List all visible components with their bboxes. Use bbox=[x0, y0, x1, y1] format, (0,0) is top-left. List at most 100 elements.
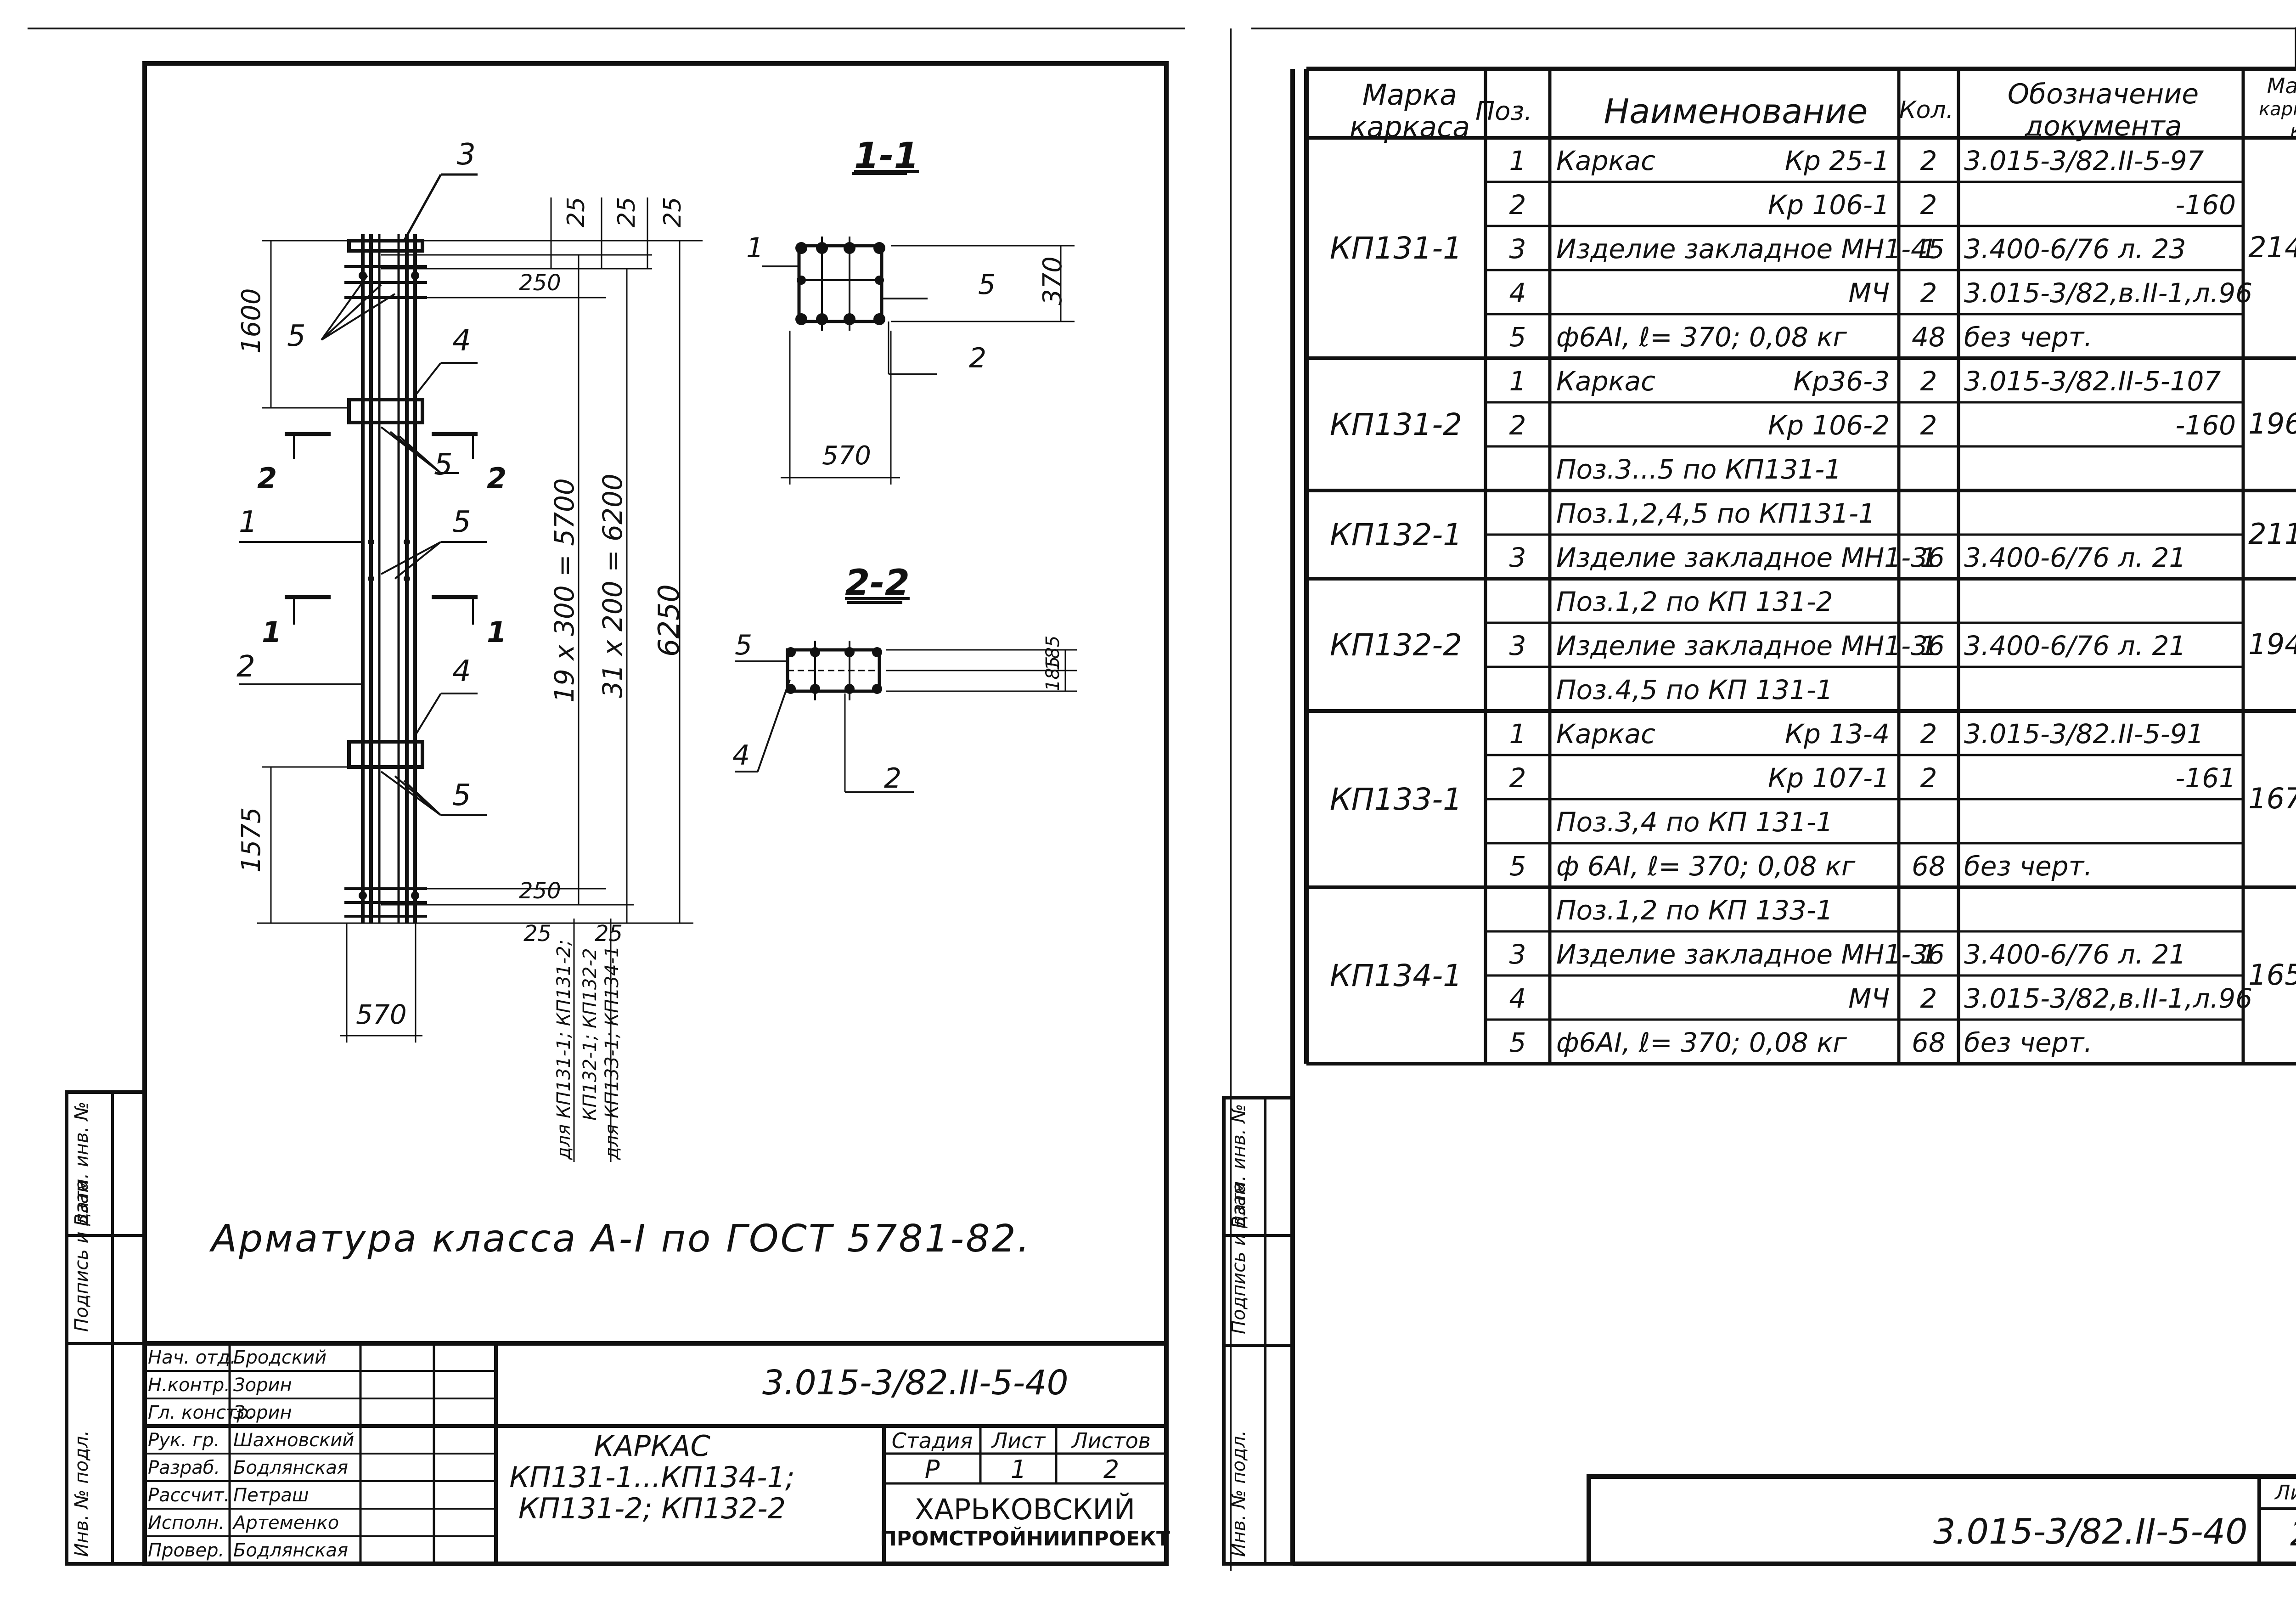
row-position: 1 bbox=[1509, 718, 1526, 750]
row-position: 5 bbox=[1509, 851, 1526, 882]
role-name: Петраш bbox=[233, 1485, 309, 1506]
row-position: 4 bbox=[1509, 983, 1526, 1014]
row-name-ref: Кр 13-4 bbox=[1784, 718, 1890, 750]
row-position: 3 bbox=[1509, 233, 1526, 265]
header-mass-2: каркаса, bbox=[2259, 99, 2296, 120]
header-doc-1: Обозначение bbox=[2007, 78, 2199, 110]
dim-25-top-2: 25 bbox=[613, 197, 641, 227]
role-label: Нач. отд. bbox=[148, 1347, 236, 1368]
row-document: -160 bbox=[2175, 410, 2236, 441]
role-label: Рук. гр. bbox=[148, 1430, 220, 1451]
elevation-label-1: 1 bbox=[239, 505, 258, 539]
row-document: 3.015-3/82.II-5-97 bbox=[1964, 145, 2204, 176]
row-position: 3 bbox=[1509, 542, 1526, 573]
right-doc-code: 3.015-3/82.II-5-40 bbox=[1933, 1511, 2248, 1552]
stage-header: Стадия bbox=[891, 1428, 973, 1453]
section-1-title: 1-1 bbox=[854, 135, 919, 177]
role-label: Н.контр. bbox=[148, 1375, 230, 1396]
dim-25-top-1: 25 bbox=[563, 197, 590, 227]
row-position: 1 bbox=[1509, 145, 1526, 176]
row-quantity: 2 bbox=[1920, 983, 1937, 1014]
row-quantity: 1 bbox=[1920, 630, 1937, 661]
dim-19x300: 19 х 300 = 5700 bbox=[549, 478, 580, 703]
row-name: Изделие закладное МН1-45 bbox=[1556, 233, 1945, 265]
row-name: Поз.3...5 по КП131-1 bbox=[1556, 454, 1842, 485]
sheet-value: 1 bbox=[1010, 1455, 1027, 1484]
row-document: -160 bbox=[2175, 189, 2236, 220]
row-name: Поз.3,4 по КП 131-1 bbox=[1556, 806, 1833, 838]
row-name: Изделие закладное МН1-36 bbox=[1556, 542, 1945, 573]
stage-value: Р bbox=[924, 1455, 940, 1484]
row-quantity: 2 bbox=[1920, 189, 1937, 220]
row-document: без черт. bbox=[1964, 851, 2093, 882]
role-name: Зорин bbox=[233, 1402, 292, 1423]
row-name: Каркас bbox=[1556, 145, 1655, 176]
elevation-label-5-top: 5 bbox=[287, 319, 306, 353]
dim-570-elevation: 570 bbox=[356, 999, 407, 1030]
row-quantity: 2 bbox=[1920, 145, 1937, 176]
role-name: Шахновский bbox=[233, 1430, 355, 1451]
header-pos: Поз. bbox=[1475, 96, 1532, 126]
row-document: 3.400-6/76 л. 21 bbox=[1964, 939, 2186, 970]
applicability-note-3: для КП133-1; КП134-1 bbox=[602, 946, 623, 1160]
row-name: Поз.4,5 по КП 131-1 bbox=[1556, 674, 1833, 705]
dim-25-bottom-1: 25 bbox=[523, 921, 552, 947]
row-quantity: 1 bbox=[1920, 939, 1937, 970]
group-mark: КП132-2 bbox=[1329, 627, 1463, 663]
section1-label-2: 2 bbox=[969, 342, 987, 374]
row-document: 3.015-3/82,в.II-1,л.96 bbox=[1964, 983, 2253, 1014]
dim-25-top-3: 25 bbox=[659, 197, 687, 227]
header-doc-2: документа bbox=[2024, 110, 2182, 142]
group-mass: 196,8 bbox=[2248, 407, 2296, 440]
role-name: Артеменко bbox=[233, 1512, 339, 1533]
row-document: 3.015-3/82.II-5-107 bbox=[1964, 366, 2221, 397]
row-quantity: 1 bbox=[1920, 233, 1937, 265]
group-mark: КП134-1 bbox=[1329, 958, 1463, 993]
row-name: ф6АI, ℓ= 370; 0,08 кг bbox=[1556, 1027, 1847, 1058]
row-position: 5 bbox=[1509, 321, 1526, 353]
dim-6250: 6250 bbox=[652, 584, 686, 657]
role-label: Рассчит. bbox=[148, 1485, 230, 1506]
header-mass-3: кг bbox=[2290, 120, 2296, 141]
section2-label-5: 5 bbox=[735, 629, 753, 661]
row-name: ф6АI, ℓ= 370; 0,08 кг bbox=[1556, 321, 1847, 353]
left-stamp-replace: Взам. инв. № bbox=[71, 1101, 92, 1226]
section1-dim-370: 370 bbox=[1038, 256, 1068, 305]
org-name-line-2: ПРОМСТРОЙНИИПРОЕКТ bbox=[879, 1527, 1171, 1550]
dim-250-bottom: 250 bbox=[519, 878, 561, 904]
elevation-label-3: 3 bbox=[457, 138, 476, 172]
row-name: ф 6АI, ℓ= 370; 0,08 кг bbox=[1556, 851, 1856, 882]
group-mark: КП131-2 bbox=[1329, 407, 1463, 442]
dim-250-top: 250 bbox=[519, 270, 561, 296]
row-name: Изделие закладное МН1-36 bbox=[1556, 939, 1945, 970]
group-mass: 194,5 bbox=[2248, 627, 2296, 661]
dim-1575: 1575 bbox=[236, 807, 266, 873]
header-mark-1: Марка bbox=[1362, 78, 1458, 112]
section1-label-1: 1 bbox=[746, 232, 764, 264]
org-name-line-1: ХАРЬКОВСКИЙ bbox=[914, 1493, 1136, 1526]
row-name: Поз.1,2,4,5 по КП131-1 bbox=[1556, 498, 1875, 529]
row-position: 3 bbox=[1509, 939, 1526, 970]
header-name: Наименование bbox=[1604, 92, 1868, 131]
role-label: Провер. bbox=[148, 1540, 225, 1561]
dim-1600: 1600 bbox=[236, 288, 266, 354]
row-quantity: 1 bbox=[1920, 542, 1937, 573]
row-position: 2 bbox=[1509, 762, 1526, 794]
row-document: без черт. bbox=[1964, 1027, 2093, 1058]
dim-25-bottom-2: 25 bbox=[595, 921, 623, 947]
row-document: -161 bbox=[2175, 762, 2236, 794]
right-sheet-number: 2 bbox=[2290, 1515, 2296, 1553]
row-name-ref: Кр 106-1 bbox=[1768, 189, 1890, 220]
role-name: Бодлянская bbox=[233, 1457, 349, 1478]
group-mass: 165,5 bbox=[2248, 958, 2296, 992]
role-name: Зорин bbox=[233, 1375, 292, 1396]
cut-mark-1-left: 1 bbox=[262, 615, 282, 649]
role-label: Гл. констр. bbox=[148, 1402, 254, 1423]
header-qty: Кол. bbox=[1899, 96, 1954, 124]
group-mark: КП131-1 bbox=[1329, 231, 1463, 266]
group-mass: 211,7 bbox=[2248, 517, 2296, 551]
row-name-ref: МЧ bbox=[1848, 277, 1890, 309]
elevation-label-5-mid2: 5 bbox=[452, 505, 471, 539]
